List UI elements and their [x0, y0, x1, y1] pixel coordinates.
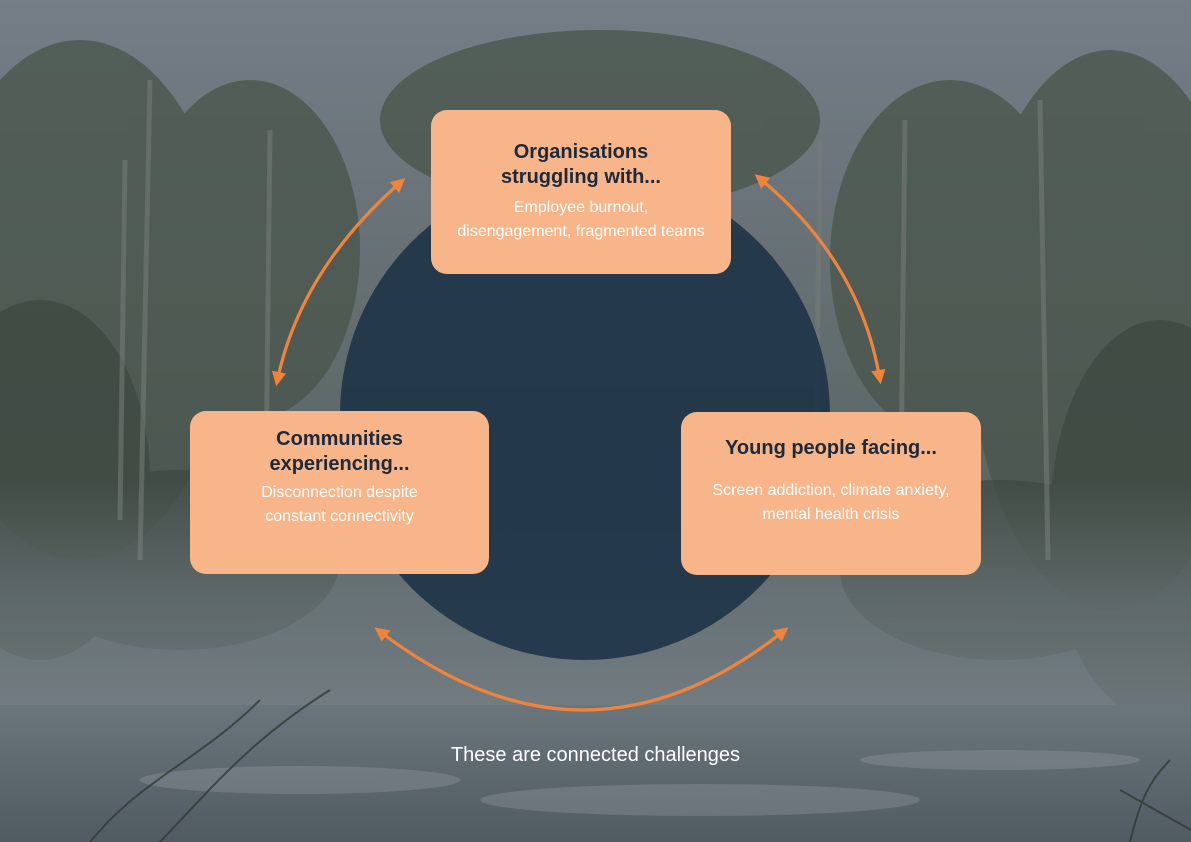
organisations-box: Organisations struggling with... Employe…: [431, 110, 731, 274]
caption-text: These are connected challenges: [450, 744, 741, 766]
organisations-title: Organisations struggling with...: [501, 141, 661, 188]
young-people-title: Young people facing...: [725, 437, 937, 459]
young-people-box: Young people facing... Screen addiction,…: [681, 412, 981, 575]
young-people-description: Screen addiction, climate anxiety, menta…: [712, 482, 950, 523]
communities-description: Disconnection despite constant connectiv…: [261, 484, 418, 525]
communities-box: Communities experiencing... Disconnectio…: [190, 411, 489, 574]
communities-title: Communities experiencing...: [269, 428, 410, 475]
organisations-description: Employee burnout, disengagement, fragmen…: [457, 199, 705, 240]
